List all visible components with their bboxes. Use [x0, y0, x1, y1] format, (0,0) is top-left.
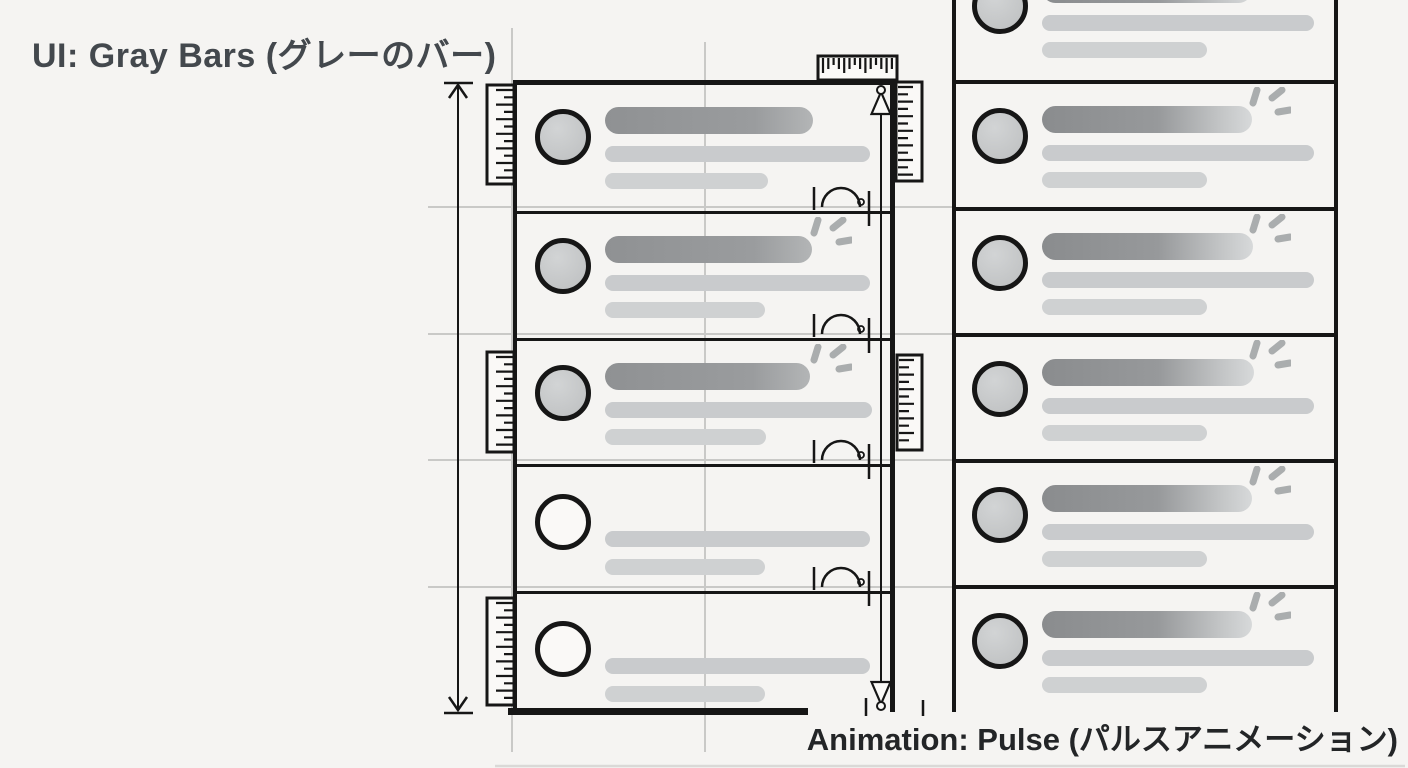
skeleton-bar-gradient	[1042, 0, 1252, 3]
avatar-circle	[535, 109, 591, 165]
ruler-icon	[816, 54, 899, 82]
avatar-circle	[535, 364, 591, 421]
page-title: UI: Gray Bars (グレーのバー)	[32, 37, 497, 75]
skeleton-bar-gradient	[1042, 611, 1252, 639]
pulse-sparkle-icon	[806, 216, 855, 261]
panel-bottom-border	[508, 708, 808, 715]
skeleton-bar-dark	[605, 236, 812, 264]
avatar-circle	[972, 613, 1028, 670]
avatar-circle	[535, 620, 591, 677]
avatar-circle	[972, 0, 1028, 34]
avatar-circle	[972, 360, 1028, 417]
skeleton-bar-gradient	[1042, 232, 1253, 260]
avatar-circle	[535, 238, 591, 295]
list-row	[517, 464, 890, 590]
avatar-circle	[535, 494, 591, 551]
skeleton-bar-lighter	[1042, 551, 1207, 568]
skeleton-bar-light	[1042, 15, 1314, 31]
ruler-icon	[895, 353, 924, 452]
skeleton-list-panel-left	[513, 80, 895, 712]
skeleton-bar-lighter	[1042, 172, 1207, 189]
skeleton-bar-lighter	[605, 428, 766, 445]
list-row	[956, 206, 1334, 333]
avatar-circle	[972, 234, 1028, 291]
skeleton-bar-light	[1042, 524, 1314, 541]
skeleton-list-panel-right	[952, 0, 1338, 712]
avatar-circle	[972, 487, 1028, 544]
animation-caption: Animation: Pulse (パルスアニメーション)	[806, 722, 1398, 757]
skeleton-bar-light	[605, 146, 870, 162]
skeleton-bar-gradient	[1042, 106, 1252, 134]
skeleton-rows-right	[956, 0, 1334, 712]
list-row	[956, 459, 1334, 585]
skeleton-bar-light	[605, 531, 870, 548]
pulse-sparkle-icon	[1245, 86, 1294, 131]
avatar-circle	[972, 108, 1028, 165]
skeleton-rows-left	[517, 85, 890, 717]
skeleton-bar-dark	[605, 107, 813, 134]
list-row	[517, 590, 890, 717]
skeleton-bar-lighter	[1042, 42, 1207, 58]
skeleton-bar-light	[605, 401, 872, 418]
skeleton-bar-lighter	[605, 173, 768, 189]
skeleton-bar-lighter	[1042, 677, 1207, 694]
skeleton-bar-light	[605, 657, 870, 674]
skeleton-bar-gradient	[1042, 358, 1254, 386]
skeleton-bar-dark	[605, 362, 810, 390]
skeleton-bar-light	[1042, 145, 1314, 162]
skeleton-bar-lighter	[605, 685, 765, 702]
pulse-sparkle-icon	[806, 343, 855, 388]
skeleton-bar-gradient	[1042, 485, 1252, 513]
pulse-sparkle-icon	[1245, 339, 1294, 384]
ruler-icon	[894, 80, 924, 183]
skeleton-bar-light	[1042, 650, 1314, 667]
list-row	[517, 337, 890, 464]
skeleton-bar-light	[1042, 271, 1314, 288]
skeleton-bar-light	[605, 275, 870, 292]
pulse-sparkle-icon	[1245, 213, 1294, 258]
list-row	[517, 85, 890, 211]
skeleton-bar-lighter	[1042, 424, 1207, 441]
list-row	[956, 585, 1334, 711]
pulse-sparkle-icon	[1245, 591, 1294, 636]
list-row	[956, 0, 1334, 80]
ruler-icon	[485, 350, 516, 454]
skeleton-bar-light	[1042, 397, 1314, 414]
list-row	[956, 332, 1334, 459]
skeleton-bar-lighter	[1042, 298, 1207, 315]
list-row	[956, 80, 1334, 206]
skeleton-bar-lighter	[605, 302, 765, 319]
ruler-icon	[485, 596, 516, 707]
skeleton-bar-lighter	[605, 559, 765, 576]
list-row	[517, 211, 890, 337]
pulse-sparkle-icon	[1245, 465, 1294, 510]
outer-dimension-arrow-icon	[444, 81, 473, 715]
ruler-icon	[485, 83, 516, 186]
